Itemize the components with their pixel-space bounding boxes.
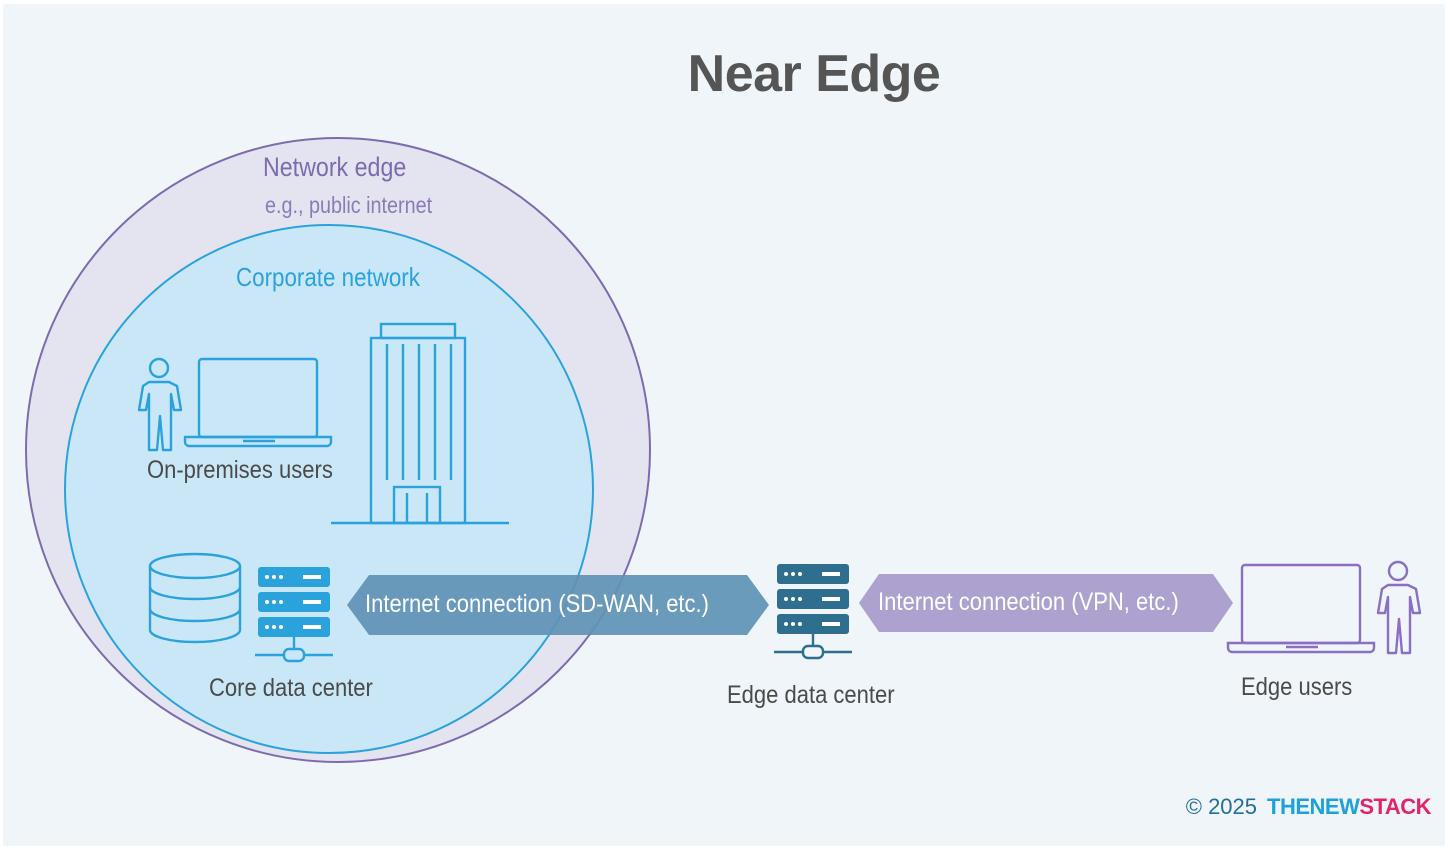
- sdwan-connection-arrow: [347, 575, 769, 635]
- edge-data-center-label: Edge data center: [727, 681, 895, 709]
- page-title: Near Edge: [687, 45, 941, 103]
- network-edge-sublabel: e.g., public internet: [265, 192, 433, 218]
- office-building-icon: [331, 322, 509, 525]
- on-premises-users-label: On-premises users: [147, 456, 333, 484]
- diagram-canvas: Near Edge Network edge e.g., public inte…: [3, 4, 1445, 846]
- person-icon: [137, 357, 183, 452]
- brand-logo-part2: STACK: [1359, 794, 1431, 819]
- network-edge-label: Network edge: [263, 152, 407, 182]
- diagram-graphics: [25, 137, 1422, 763]
- core-data-center-label: Core data center: [209, 674, 373, 702]
- person-icon: [1376, 560, 1422, 655]
- edge-users-label: Edge users: [1241, 673, 1353, 701]
- sdwan-connection-label: Internet connection (SD-WAN, etc.): [365, 590, 709, 618]
- vpn-connection-arrow: [859, 574, 1233, 632]
- vpn-connection-label: Internet connection (VPN, etc.): [878, 588, 1179, 616]
- copyright-text: © 2025: [1185, 794, 1258, 819]
- corporate-network-label: Corporate network: [236, 262, 420, 292]
- server-rack-icon: [774, 564, 852, 660]
- footer: © 2025 THENEWSTACK: [1185, 794, 1432, 820]
- laptop-icon: [183, 357, 333, 448]
- brand-logo: THENEWSTACK: [1267, 794, 1431, 820]
- database-icon: [148, 552, 242, 644]
- brand-logo-part1: THENEW: [1267, 794, 1360, 819]
- laptop-icon: [1226, 563, 1376, 654]
- server-rack-icon: [255, 567, 333, 663]
